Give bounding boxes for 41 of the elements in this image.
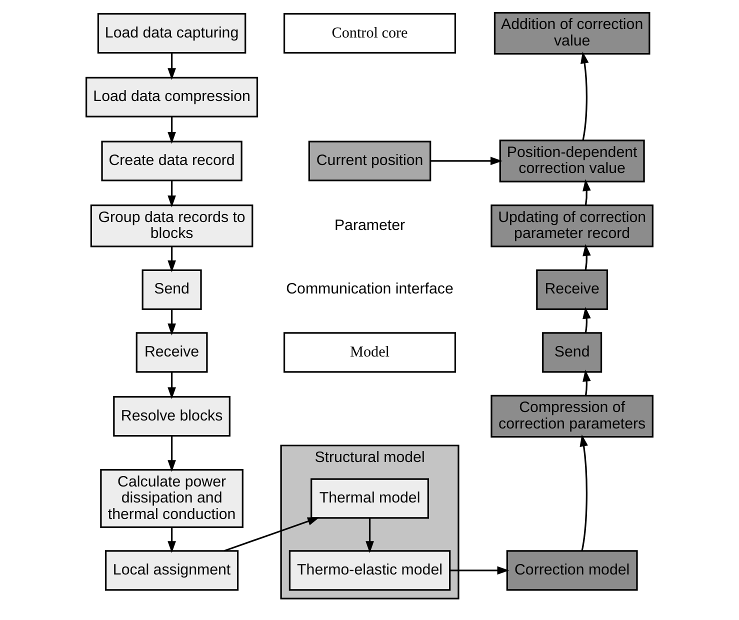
arrow (168, 436, 176, 472)
label: Parameter (334, 216, 406, 234)
node-box: Thermal model (310, 478, 429, 519)
node-box: Create data record (101, 140, 242, 182)
node-box: Position-dependent correction value (499, 140, 645, 182)
node-box: Control core (284, 13, 456, 54)
node-box: Load data compression (86, 76, 258, 118)
node-box: Addition of correction value (494, 12, 650, 55)
node-box: Thermo-elastic model (288, 550, 451, 591)
arrow (582, 370, 591, 396)
arrow (168, 52, 176, 80)
node-box: Send (142, 269, 202, 310)
arrow (582, 306, 591, 334)
arrow (168, 309, 176, 336)
node-box: Send (542, 332, 602, 373)
node-box: Compression of correction parameters (490, 394, 654, 438)
label: Communication interface (286, 280, 454, 298)
arrow (582, 179, 591, 206)
arrow (582, 244, 591, 270)
arrow (580, 52, 589, 140)
arrow (430, 156, 502, 166)
node-box: Local assignment (104, 550, 239, 591)
node-box: Model (284, 332, 456, 373)
arrow (168, 180, 176, 208)
arrow (224, 517, 320, 552)
arrow (168, 246, 176, 272)
node-box: Correction model (506, 550, 638, 591)
arrow (580, 434, 588, 551)
arrow (366, 518, 374, 554)
node-box: Load data capturing (97, 13, 246, 54)
node-box: Receive (136, 332, 208, 373)
arrow (168, 116, 176, 144)
node-box: Resolve blocks (113, 396, 230, 437)
node-box: Receive (536, 269, 608, 310)
arrow (450, 566, 510, 575)
arrow (168, 372, 176, 400)
node-box: Calculate power dissipation and thermal conduction (100, 469, 244, 528)
node-box: Updating of correction parameter record (490, 204, 654, 248)
node-box: Current position (308, 140, 432, 182)
arrow (168, 528, 176, 554)
node-box: Group data records to blocks (90, 204, 254, 248)
